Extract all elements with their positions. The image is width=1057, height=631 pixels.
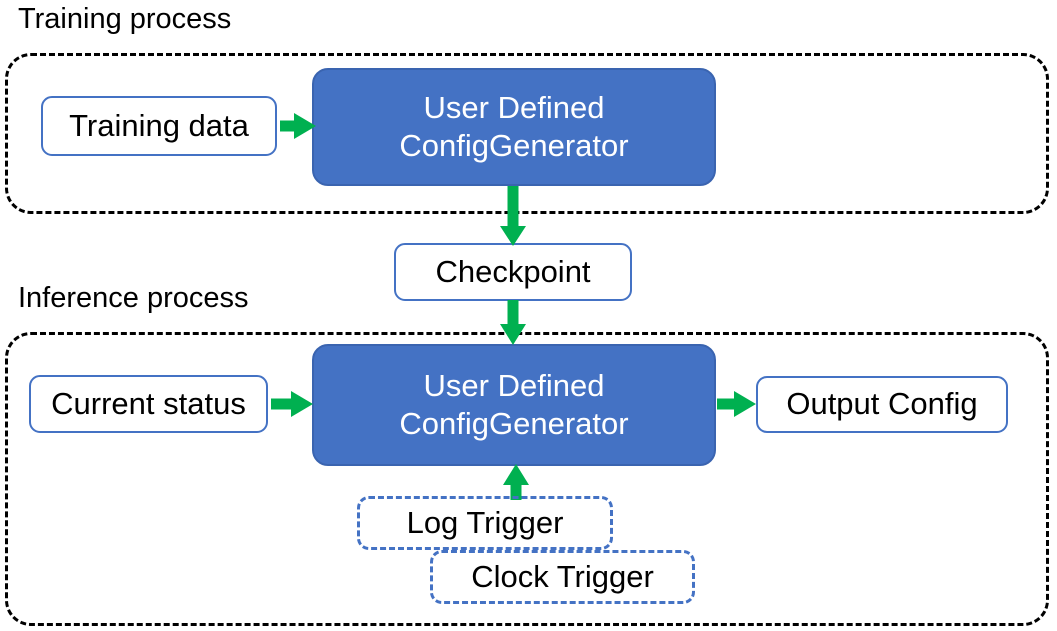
training-process-label: Training process [18,3,232,35]
inference-config-generator-line2: ConfigGenerator [399,406,629,441]
output-config-node[interactable]: Output Config [756,376,1008,433]
training-data-label: Training data [69,107,249,143]
training-data-node[interactable]: Training data [41,96,277,156]
inference-config-generator-line1: User Defined [423,368,605,403]
inference-config-generator-node[interactable]: User Defined ConfigGenerator [312,344,716,466]
training-config-generator-line2: ConfigGenerator [399,128,629,163]
training-process-container [5,53,1049,214]
training-config-generator-node[interactable]: User Defined ConfigGenerator [312,68,716,186]
clock-trigger-label: Clock Trigger [471,559,654,594]
inference-process-container [5,332,1049,626]
output-config-label: Output Config [786,386,978,422]
checkpoint-label: Checkpoint [435,253,591,289]
log-trigger-label: Log Trigger [406,505,564,540]
training-config-generator-line1: User Defined [423,90,605,125]
log-trigger-node[interactable]: Log Trigger [357,496,613,550]
current-status-label: Current status [51,385,246,421]
clock-trigger-node[interactable]: Clock Trigger [430,550,695,604]
inference-process-label: Inference process [18,282,249,314]
checkpoint-node[interactable]: Checkpoint [394,243,632,301]
current-status-node[interactable]: Current status [29,375,268,433]
